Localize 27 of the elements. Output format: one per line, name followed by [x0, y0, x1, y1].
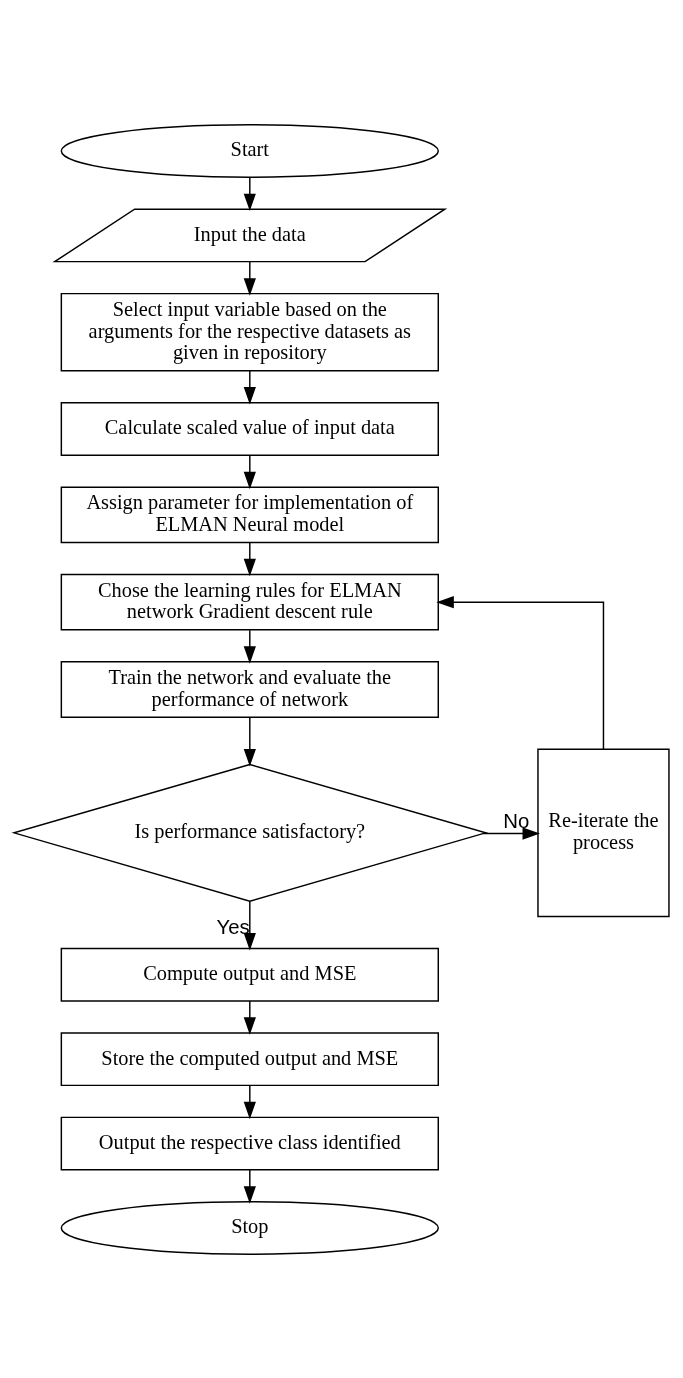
node-box: Store the computed output and MSE	[60, 1031, 439, 1086]
arrow	[243, 900, 256, 951]
arrow	[482, 826, 540, 840]
arrow	[436, 595, 605, 750]
edge-label: Yes	[216, 915, 250, 938]
arrow	[243, 1168, 256, 1204]
node-ellipse: Stop	[60, 1200, 439, 1255]
arrow	[243, 260, 256, 296]
arrow	[243, 369, 256, 405]
node-box: Output the respective class identified	[60, 1116, 439, 1170]
node-box: Assign parameter for implementation of ELMAN Neural model	[60, 485, 439, 543]
arrow	[243, 629, 256, 664]
arrow	[243, 176, 256, 211]
arrow	[243, 716, 256, 766]
node-box: Calculate scaled value of input data	[60, 401, 439, 456]
node-box: Re-iterate the process	[537, 747, 670, 917]
arrow	[243, 454, 256, 489]
node-box: Train the network and evaluate the performance of network	[60, 660, 439, 718]
node-box: Compute output and MSE	[60, 947, 439, 1002]
edge-label: No	[503, 809, 530, 832]
node-box: Chose the learning rules for ELMAN network Gradient descent rule	[60, 573, 439, 631]
arrow	[243, 541, 256, 576]
arrow	[243, 1084, 256, 1119]
node-ellipse: Start	[60, 123, 439, 178]
arrow	[243, 999, 256, 1035]
node-box: Select input variable based on the arguments for the respective datasets as given in repository	[60, 292, 439, 371]
node-diamond: Is performance satisfactory?	[11, 763, 489, 902]
